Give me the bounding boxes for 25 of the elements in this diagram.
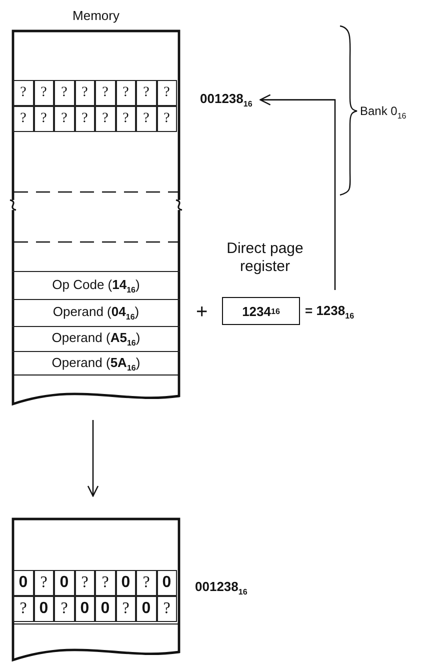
memory-cell: ? (156, 80, 177, 106)
memory-cell: ? (95, 106, 116, 132)
memory-cell: ? (54, 106, 74, 132)
memory-title: Memory (72, 8, 120, 23)
memory-cell: ? (116, 106, 136, 132)
plus-sign: + (196, 301, 208, 324)
address-text: 001238$_{16}$ (200, 91, 252, 109)
memory-cell: ? (136, 106, 156, 132)
memory-cell: ? (54, 80, 74, 106)
memory-cell: ? (116, 80, 136, 106)
bank-label: Bank 0$_{16}$ (360, 104, 406, 120)
memory-cell: ? (74, 80, 95, 106)
memory-cell: ? (34, 106, 54, 132)
memory-cell: ? (74, 106, 95, 132)
memory-cell: ? (136, 80, 156, 106)
memory-cell: ? (34, 80, 54, 106)
memory-cell: ? (13, 80, 34, 106)
memory-cell: ? (95, 80, 116, 106)
arrow (260, 94, 336, 290)
arrow (87, 420, 99, 497)
address-text: 001238$_{16}$ (195, 579, 248, 597)
memory-cell: ? (13, 106, 34, 132)
memory-cell: ? (156, 106, 177, 132)
register-name: Direct page register (226, 240, 304, 276)
sum-result: = 1238$_{16}$ (305, 303, 354, 321)
